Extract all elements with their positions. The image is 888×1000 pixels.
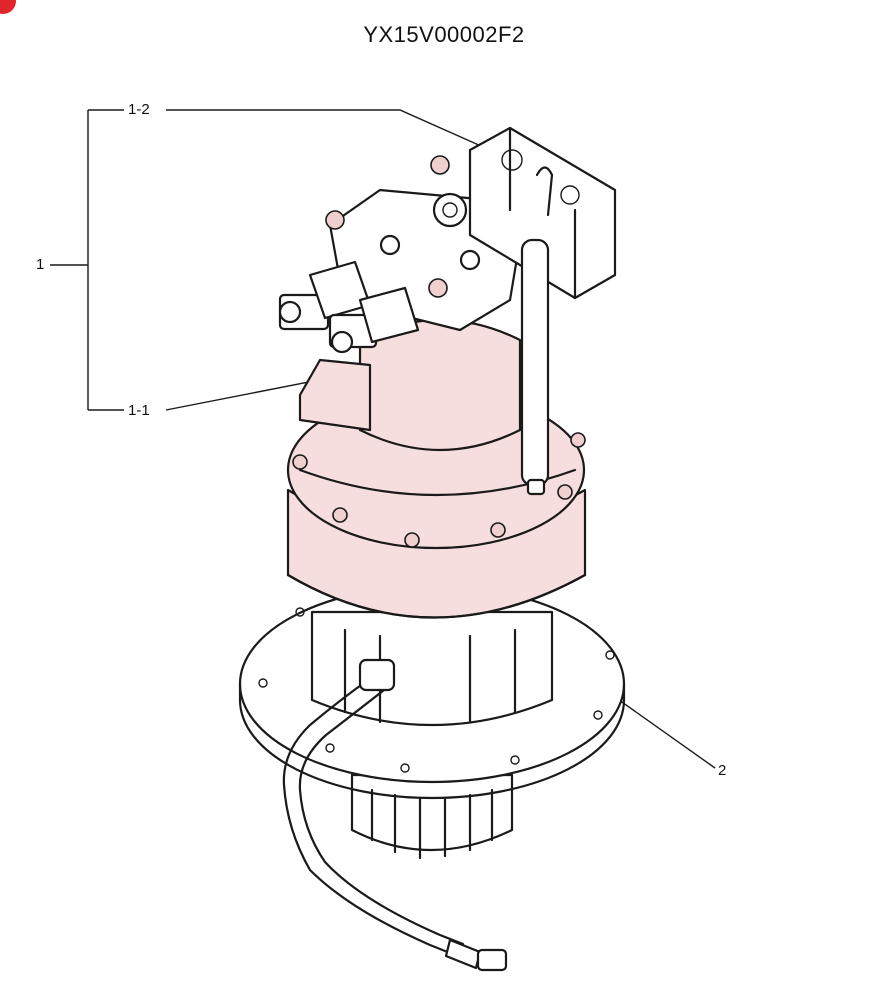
callout-label-2: 2 <box>718 762 727 779</box>
output-pinion <box>350 773 514 860</box>
callout-label-1-2: 1-2 <box>128 101 150 118</box>
callout-label-1: 1 <box>36 256 45 273</box>
drawing-number: YX15V00002F2 <box>363 22 525 47</box>
hydraulic-hose <box>282 658 508 972</box>
brake-valve-block <box>468 126 617 300</box>
drain-pipe <box>520 238 550 496</box>
hydraulic-motor-body <box>298 318 522 452</box>
callout-label-1-1: 1-1 <box>128 402 150 419</box>
